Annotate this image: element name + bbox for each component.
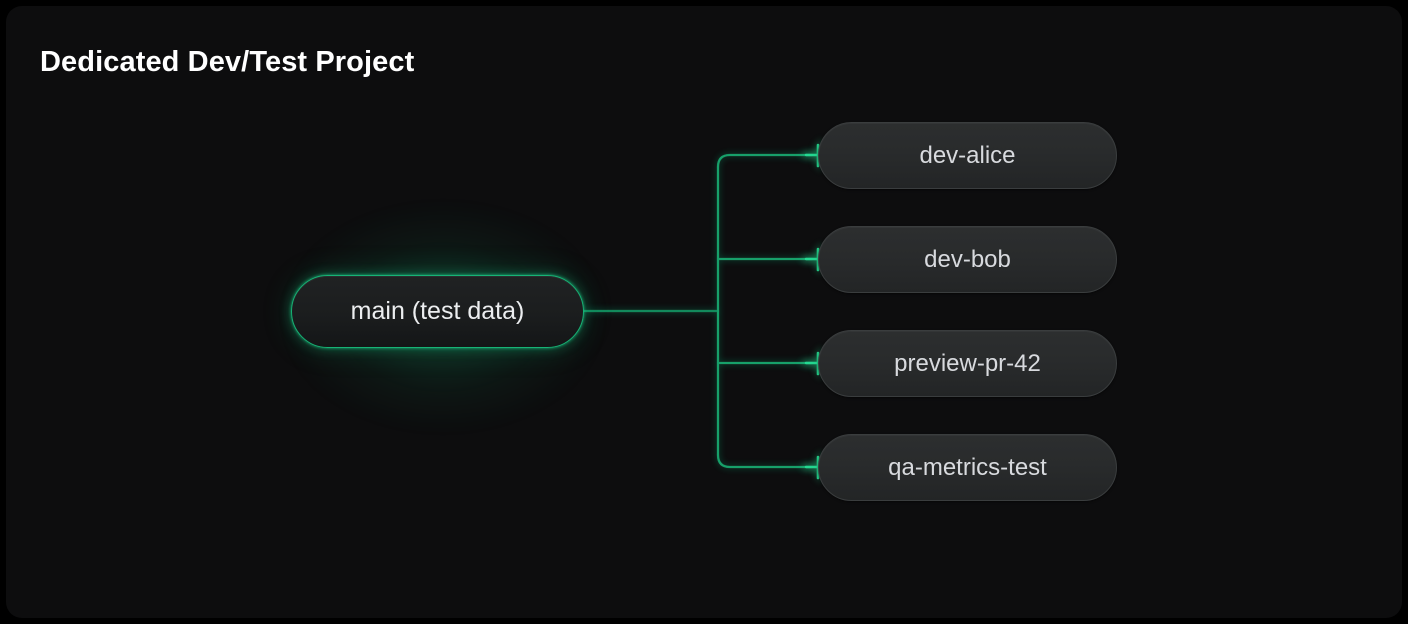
node-branch-label: qa-metrics-test <box>888 453 1047 481</box>
branch-tree-diagram: main (test data) dev-alice dev-bob previ… <box>6 6 1402 618</box>
node-branch-qa-metrics-test[interactable]: qa-metrics-test <box>818 434 1117 501</box>
node-branch-dev-bob[interactable]: dev-bob <box>818 226 1117 293</box>
node-branch-label: preview-pr-42 <box>894 349 1041 377</box>
node-branch-label: dev-bob <box>924 245 1011 273</box>
node-branch-preview-pr-42[interactable]: preview-pr-42 <box>818 330 1117 397</box>
diagram-canvas: Dedicated Dev/Test Project <box>6 6 1402 618</box>
connector-spine <box>716 153 814 469</box>
node-branch-dev-alice[interactable]: dev-alice <box>818 122 1117 189</box>
node-branch-label: dev-alice <box>919 141 1016 169</box>
node-root-main[interactable]: main (test data) <box>291 275 584 348</box>
connector-lines <box>582 143 820 480</box>
page-title: Dedicated Dev/Test Project <box>40 46 415 78</box>
node-root-label: main (test data) <box>350 297 525 325</box>
